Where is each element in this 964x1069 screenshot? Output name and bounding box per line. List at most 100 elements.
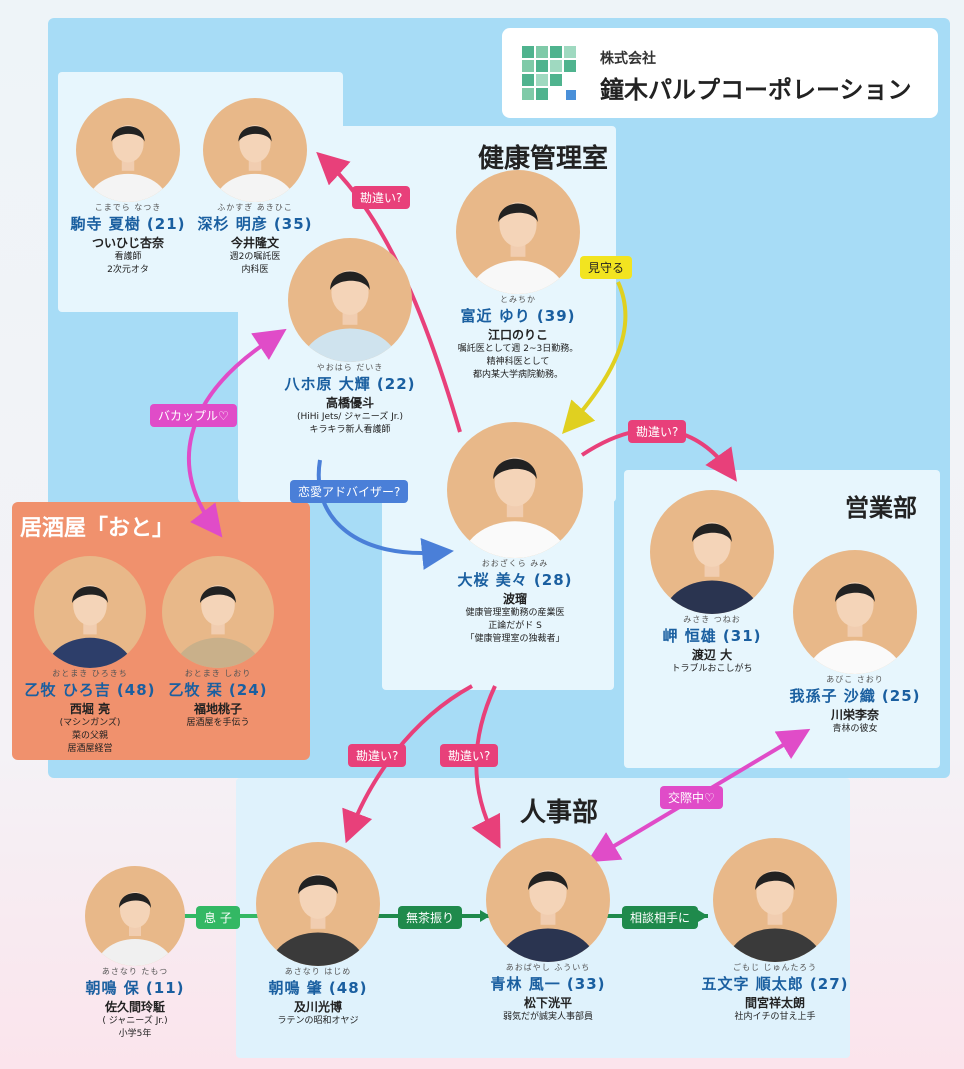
portrait-misaki xyxy=(650,490,774,614)
character-name: 我孫子 沙織 (25) xyxy=(789,687,921,705)
name-ruby: ふかすぎ あきひこ xyxy=(217,203,293,212)
character-description: 社内イチの甘え上手 xyxy=(734,1012,816,1022)
portrait-komadera xyxy=(76,98,180,202)
tag-bakapuru: バカップル♡ xyxy=(150,404,237,427)
name-ruby: おおざくら みみ xyxy=(481,559,549,568)
actor-name: 間宮祥太朗 xyxy=(744,996,805,1010)
actor-name: 福地桃子 xyxy=(193,702,242,716)
character-name: 乙牧 ひろ吉 (48) xyxy=(24,681,156,699)
tag-kanchigai2: 勘違い? xyxy=(628,420,687,443)
character-name: 朝鳴 保 (11) xyxy=(85,979,185,997)
actor-name: 渡辺 大 xyxy=(691,648,733,662)
portrait-aobayashi xyxy=(486,838,610,962)
person-card-aobayashi: あおばやし ふういち青林 風一 (33)松下洸平弱気だが誠実人事部員 xyxy=(458,838,638,1024)
name-ruby: あさなり たもつ xyxy=(101,967,169,976)
tag-kanchigai4: 勘違い? xyxy=(440,744,499,767)
portrait-asanari_t xyxy=(85,866,185,966)
actor-name: 佐久間玲駈 xyxy=(104,1000,165,1014)
actor-name: 高橋優斗 xyxy=(325,396,374,410)
character-description: 小学5年 xyxy=(118,1029,152,1039)
character-description: 看護師 xyxy=(114,252,142,262)
tag-kanchigai1: 勘違い? xyxy=(352,186,411,209)
hr-section-title: 人事部 xyxy=(520,798,599,828)
character-description: 居酒屋を手伝う xyxy=(186,718,250,728)
character-description: キラキラ新人看護師 xyxy=(309,425,391,435)
character-name: 青林 風一 (33) xyxy=(490,975,606,993)
actor-name: 西堀 亮 xyxy=(69,702,111,716)
portrait-gomoji xyxy=(713,838,837,962)
character-description: 嘱託医として週 2~3日勤務。 xyxy=(457,344,579,354)
character-description: トラブルおこしがち xyxy=(671,664,753,674)
person-card-gomoji: ごもじ じゅんたろう五文字 順太郎 (27) 間宮祥太朗社内イチの甘え上手 xyxy=(685,838,865,1024)
izakaya-section-title: 居酒屋「おと」 xyxy=(20,516,175,541)
character-name: 八ホ原 大輝 (22) xyxy=(284,375,416,393)
tag-muchaburi: 無茶振り xyxy=(398,906,463,929)
character-description: 居酒屋経営 xyxy=(67,744,113,754)
arrow-bakapuru xyxy=(186,328,287,538)
name-ruby: ごもじ じゅんたろう xyxy=(732,963,818,972)
character-name: 五文字 順太郎 (27) xyxy=(701,975,849,993)
portrait-fukasugi xyxy=(203,98,307,202)
portrait-ozakura xyxy=(447,422,583,558)
name-ruby: あびこ さおり xyxy=(826,675,884,684)
portrait-tomichika xyxy=(456,170,580,294)
portrait-otome_h xyxy=(34,556,146,668)
arrow-mimamoru xyxy=(562,281,628,434)
character-description: 健康管理室勤務の産業医 xyxy=(465,608,565,618)
tag-mimamoru: 見守る xyxy=(580,256,633,279)
person-card-fukasugi: ふかすぎ あきひこ深杉 明彦 (35)今井隆文週2の嘱託医内科医 xyxy=(165,98,345,277)
person-card-otome_h: おとまき ひろきち乙牧 ひろ吉 (48)西堀 亮(マシンガンズ)菜の父親居酒屋経… xyxy=(0,556,180,756)
character-name: 朝鳴 肇 (48) xyxy=(268,979,368,997)
name-ruby: あさなり はじめ xyxy=(284,967,352,976)
person-card-misaki: みさき つねお岬 恒雄 (31) 渡辺 大トラブルおこしがち xyxy=(622,490,802,676)
health-section-title: 健康管理室 xyxy=(478,144,609,174)
sales-section-title: 営業部 xyxy=(845,494,917,522)
company-prefix: 株式会社 xyxy=(600,51,656,67)
name-ruby: こまでら なつき xyxy=(94,203,162,212)
character-description: ( ジャニーズ Jr.) xyxy=(102,1016,168,1026)
company-logo-box: 株式会社 鐘木パルプコーポレーション xyxy=(502,28,938,118)
person-card-asanari_t: あさなり たもつ朝鳴 保 (11) 佐久間玲駈 ( ジャニーズ Jr.) 小学5年 xyxy=(45,866,225,1041)
person-card-abiko: あびこ さおり我孫子 沙織 (25)川栄李奈青林の彼女 xyxy=(765,550,945,736)
character-description: 都内某大学病院勤務。 xyxy=(472,370,563,380)
character-description: (HiHi Jets/ ジャニーズ Jr.) xyxy=(296,412,404,422)
person-card-tomichika: とみちか富近 ゆり (39) 江口のりこ嘱託医として週 2~3日勤務。精神科医とし… xyxy=(428,170,608,382)
actor-name: 江口のりこ xyxy=(487,328,548,342)
person-card-ozakura: おおざくら みみ大桜 美々 (28)波瑠健康管理室勤務の産業医正論だがド S「健… xyxy=(425,422,605,646)
portrait-yaohara xyxy=(288,238,412,362)
character-name: 大桜 美々 (28) xyxy=(457,571,573,589)
tag-soudan: 相談相手に xyxy=(622,906,699,929)
character-description: 菜の父親 xyxy=(71,731,108,741)
character-name: 富近 ゆり (39) xyxy=(460,307,576,325)
tag-kanchigai3: 勘違い? xyxy=(348,744,407,767)
name-ruby: おとまき しおり xyxy=(184,669,252,678)
character-name: 駒寺 夏樹 (21) xyxy=(70,215,186,233)
actor-name: 及川光博 xyxy=(293,1000,342,1014)
arrow-renai xyxy=(316,459,454,570)
company-logo-icon xyxy=(522,46,576,100)
person-card-asanari_k: あさなり はじめ朝鳴 肇 (48) 及川光博ラテンの昭和オヤジ xyxy=(228,842,408,1028)
tag-musuko: 息 子 xyxy=(196,906,240,929)
company-name: 鐘木パルプコーポレーション xyxy=(600,76,912,104)
actor-name: 波瑠 xyxy=(502,592,527,606)
person-card-otome_s: おとまき しおり乙牧 栞 (24) 福地桃子居酒屋を手伝う xyxy=(128,556,308,730)
tag-kousai: 交際中♡ xyxy=(660,786,723,809)
name-ruby: やおはら だいき xyxy=(316,363,384,372)
name-ruby: おとまき ひろきち xyxy=(52,669,128,678)
character-description: 週2の嘱託医 xyxy=(229,252,281,262)
name-ruby: あおばやし ふういち xyxy=(505,963,591,972)
character-name: 深杉 明彦 (35) xyxy=(197,215,313,233)
portrait-otome_s xyxy=(162,556,274,668)
character-description: 「健康管理室の独裁者」 xyxy=(465,634,565,644)
name-ruby: とみちか xyxy=(500,295,536,304)
character-description: ラテンの昭和オヤジ xyxy=(277,1016,359,1026)
character-description: 精神科医として xyxy=(486,357,550,367)
character-name: 岬 恒雄 (31) xyxy=(662,627,762,645)
character-description: 弱気だが誠実人事部員 xyxy=(502,1012,593,1022)
person-card-yaohara: やおはら だいき八ホ原 大輝 (22) 高橋優斗 (HiHi Jets/ ジャニーズ… xyxy=(260,238,440,437)
portrait-abiko xyxy=(793,550,917,674)
character-description: 2次元オタ xyxy=(107,265,149,275)
character-name: 乙牧 栞 (24) xyxy=(168,681,268,699)
name-ruby: みさき つねお xyxy=(683,615,741,624)
